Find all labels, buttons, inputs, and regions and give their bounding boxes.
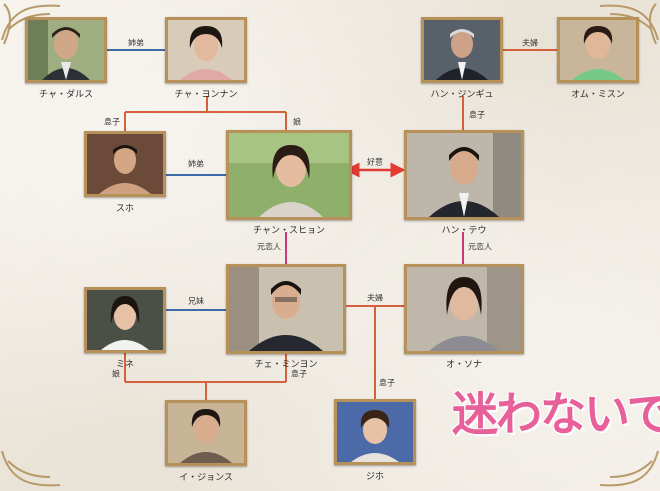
portrait-photo	[557, 17, 639, 83]
relation-label: 息子	[469, 110, 485, 120]
portrait-photo	[84, 287, 166, 353]
corner-ornament-icon	[1, 450, 61, 487]
person-name: チャン・スヒョン	[253, 226, 325, 236]
person-card-jiho[interactable]: ジホ	[334, 399, 416, 482]
person-name: チェ・ミンヨン	[254, 360, 318, 370]
person-name: チャ・ヨンナン	[174, 90, 238, 100]
relation-label: 娘	[112, 369, 120, 379]
person-card-i-jonsu[interactable]: イ・ジョンス	[165, 400, 247, 483]
person-card-chan-suhyon[interactable]: チャン・スヒョン	[226, 130, 352, 236]
person-name: ハン・テウ	[441, 226, 487, 236]
person-name: イ・ジョンス	[179, 473, 233, 483]
drama-logo: 迷わないで	[452, 378, 660, 458]
person-card-o-sona[interactable]: オ・ソナ	[404, 264, 524, 370]
person-name: チャ・ダルス	[39, 90, 93, 100]
person-name: ジホ	[365, 472, 384, 482]
person-name: オム・ミスン	[571, 90, 625, 100]
relation-label: 元恋人	[468, 242, 492, 252]
person-card-suho[interactable]: スホ	[84, 131, 166, 214]
portrait-photo	[165, 17, 247, 83]
relation-label: 息子	[104, 117, 120, 127]
relation-label: 夫婦	[522, 38, 538, 48]
relation-label: 元恋人	[257, 242, 281, 252]
person-name: オ・ソナ	[445, 360, 482, 370]
relation-label: 兄妹	[188, 296, 204, 306]
person-card-cha-dalsu[interactable]: チャ・ダルス	[25, 17, 107, 100]
person-name: スホ	[115, 204, 134, 214]
relation-label: 姉弟	[128, 38, 144, 48]
portrait-photo	[404, 130, 524, 220]
portrait-photo	[421, 17, 503, 83]
person-name: ハン・ジンギュ	[430, 90, 494, 100]
portrait-photo	[404, 264, 524, 354]
portrait-photo	[226, 264, 346, 354]
relation-label: 姉弟	[188, 159, 204, 169]
relation-label: 娘	[293, 117, 301, 127]
relation-label: 夫婦	[367, 293, 383, 303]
portrait-photo	[226, 130, 352, 220]
relation-label: 息子	[291, 369, 307, 379]
relation-label: 息子	[379, 378, 395, 388]
drama-title: 迷わないで	[452, 387, 660, 441]
person-card-han-teu[interactable]: ハン・テウ	[404, 130, 524, 236]
portrait-photo	[25, 17, 107, 83]
portrait-photo	[84, 131, 166, 197]
portrait-photo	[334, 399, 416, 465]
person-card-om-misun[interactable]: オム・ミスン	[557, 17, 639, 100]
relation-label: 好意	[367, 157, 383, 167]
person-card-mine[interactable]: ミネ	[84, 287, 166, 370]
person-card-che-minyon[interactable]: チェ・ミンヨン	[226, 264, 346, 370]
corner-ornament-icon	[599, 450, 659, 487]
person-card-han-jingyu[interactable]: ハン・ジンギュ	[421, 17, 503, 100]
person-card-cha-yongnan[interactable]: チャ・ヨンナン	[165, 17, 247, 100]
person-name: ミネ	[115, 360, 134, 370]
portrait-photo	[165, 400, 247, 466]
